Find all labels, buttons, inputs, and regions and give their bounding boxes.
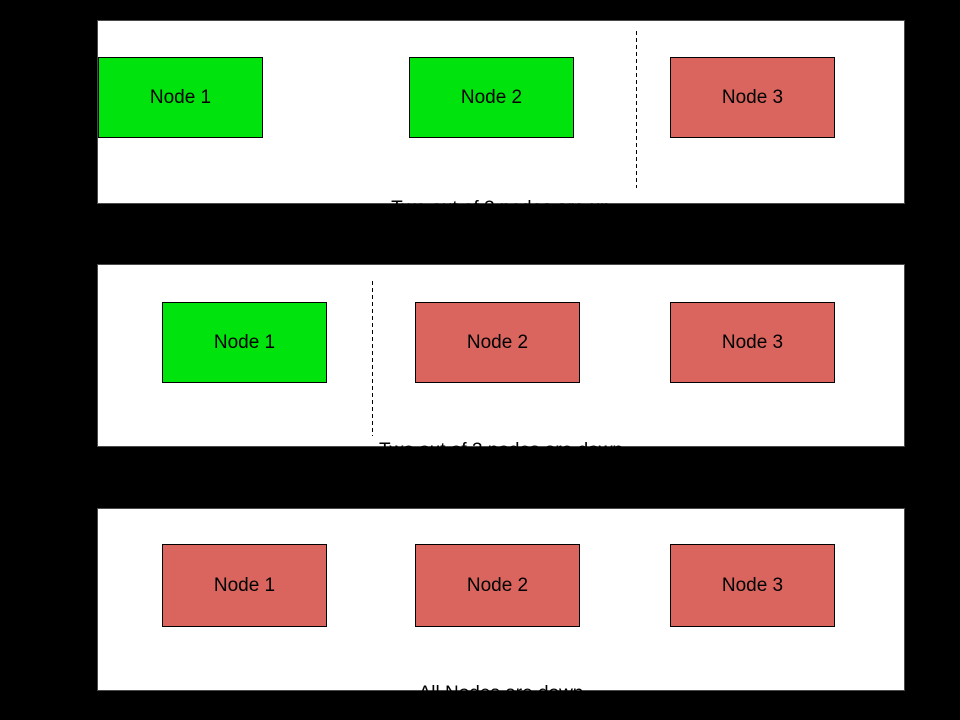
caption-line-1: All Nodes are down <box>418 683 584 704</box>
scenario-panel-all-down: Node 1 Node 2 Node 3 All Nodes are down … <box>97 508 905 704</box>
node-label: Node 1 <box>213 574 276 596</box>
node-box: Node 3 <box>670 57 835 138</box>
node-box: Node 1 <box>162 302 327 383</box>
node-box: Node 3 <box>670 302 835 383</box>
node-box: Node 3 <box>670 544 835 627</box>
caption-line-1: Two out of 3 nodes are up <box>391 198 611 219</box>
node-label: Node 1 <box>149 86 212 108</box>
scenario-caption: All Nodes are down Majority Fails & Clus… <box>98 639 904 720</box>
node-label: Node 3 <box>721 331 784 353</box>
node-label: Node 3 <box>721 574 784 596</box>
quorum-partition-dashed-line <box>636 31 637 188</box>
node-box: Node 2 <box>415 544 580 627</box>
node-label: Node 2 <box>460 86 523 108</box>
node-box: Node 1 <box>98 57 263 138</box>
node-box: Node 2 <box>415 302 580 383</box>
node-label: Node 2 <box>466 574 529 596</box>
scenario-panel-majority-down: Node 1 Node 2 Node 3 Two out of 3 nodes … <box>97 264 905 527</box>
quorum-partition-dashed-line <box>372 281 373 436</box>
node-label: Node 1 <box>213 331 276 353</box>
scenario-panel-majority-up: Node 1 Node 2 Node 3 Two out of 3 nodes … <box>97 20 905 285</box>
node-label: Node 3 <box>721 86 784 108</box>
node-box: Node 1 <box>162 544 327 627</box>
caption-line-1: Two out of 3 nodes are down <box>379 440 623 461</box>
node-box: Node 2 <box>409 57 574 138</box>
node-label: Node 2 <box>466 331 529 353</box>
